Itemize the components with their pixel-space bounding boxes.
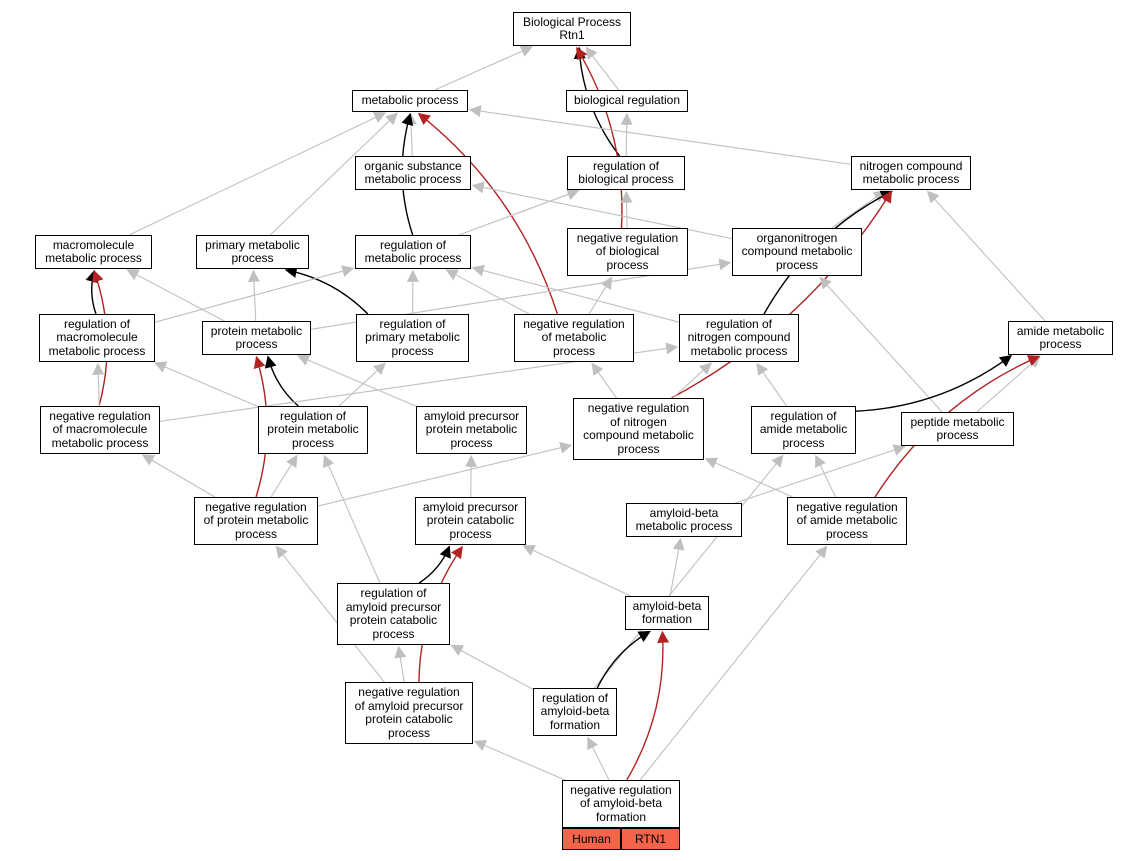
edge-neg_reg_metabolic-to-regulation_of_metabolic — [445, 269, 530, 315]
edge-neg_reg_nitrogen_compound_metabolic-to-neg_reg_metabolic — [591, 362, 617, 399]
edge-neg_reg_metabolic-to-metabolic_process — [417, 112, 559, 315]
node-regulation-of-primary-metabolic-process[interactable]: regulation of primary metabolic process — [356, 314, 469, 362]
node-metabolic-process[interactable]: metabolic process — [352, 90, 468, 112]
node-regulation-of-macromolecule-metabolic-process[interactable]: regulation of macromolecule metabolic pr… — [39, 314, 155, 362]
edge-reg_amide_metabolic-to-amide_metabolic — [855, 354, 1013, 412]
edge-reg_protein_metabolic-to-reg_primary_metabolic — [338, 362, 386, 407]
node-biological-process-root[interactable]: Biological Process Rtn1 — [513, 12, 631, 46]
edge-neg_reg_protein_metabolic-to-neg_reg_nitrogen_compound_metabolic — [317, 441, 573, 507]
edge-reg_abeta_formation-to-reg_app_catabolic — [450, 644, 534, 690]
node-regulation-of-amide-metabolic-process[interactable]: regulation of amide metabolic process — [751, 406, 856, 454]
edge-app_metabolic-to-protein_metabolic — [296, 354, 417, 407]
node-regulation-of-nitrogen-compound-metabolic-process[interactable]: regulation of nitrogen compound metaboli… — [679, 314, 799, 362]
edge-organic_substance_metabolic-to-metabolic_process — [404, 112, 417, 157]
edge-protein_metabolic-to-macromolecule_metabolic — [126, 269, 225, 322]
node-amyloid-precursor-protein-metabolic-process[interactable]: amyloid precursor protein metabolic proc… — [416, 406, 527, 454]
edge-metabolic_process-to-bp_root — [434, 45, 534, 91]
edge-reg_app_catabolic-to-app_catabolic — [418, 545, 451, 584]
edge-neg_reg_nitrogen_compound_metabolic-to-nitrogen_compound_metabolic — [671, 190, 893, 399]
node-organic-substance-metabolic-process[interactable]: organic substance metabolic process — [355, 156, 471, 190]
node-regulation-of-amyloid-precursor-protein-catabolic-process[interactable]: regulation of amyloid precursor protein … — [337, 583, 450, 645]
edge-neg_reg_abeta_formation-to-neg_reg_amide_metabolic — [639, 545, 828, 781]
node-negative-regulation-of-metabolic-process[interactable]: negative regulation of metabolic process — [514, 314, 634, 362]
edge-amide_metabolic-to-nitrogen_compound_metabolic — [926, 190, 1046, 322]
edge-reg_protein_metabolic-to-reg_macromolecule_metabolic — [154, 361, 259, 408]
legend-species-cell: Human — [562, 828, 621, 850]
edge-primary_metabolic-to-metabolic_process — [269, 112, 398, 236]
node-negative-regulation-of-protein-metabolic-process[interactable]: negative regulation of protein metabolic… — [194, 497, 318, 545]
edge-abeta_formation-to-abeta_metabolic — [669, 537, 685, 597]
edge-neg_reg_abeta_formation-to-abeta_formation — [626, 630, 670, 781]
edge-neg_reg_nitrogen_compound_metabolic-to-reg_nitrogen_compound_metabolic — [672, 362, 712, 399]
edge-abeta_metabolic-to-peptide_metabolic — [734, 444, 906, 504]
node-negative-regulation-of-nitrogen-compound-metabolic-process[interactable]: negative regulation of nitrogen compound… — [573, 398, 704, 460]
node-regulation-of-metabolic-process[interactable]: regulation of metabolic process — [355, 235, 471, 269]
node-peptide-metabolic-process[interactable]: peptide metabolic process — [901, 412, 1014, 446]
node-biological-regulation[interactable]: biological regulation — [566, 90, 688, 112]
edge-neg_reg_biological-to-bp_root — [576, 46, 623, 229]
node-regulation-of-protein-metabolic-process[interactable]: regulation of protein metabolic process — [258, 406, 368, 454]
edge-organonitrogen_compound_metabolic-to-nitrogen_compound_metabolic — [831, 190, 886, 229]
edge-neg_reg_abeta_formation-to-neg_reg_app_catabolic — [473, 740, 566, 781]
edge-macromolecule_metabolic-to-metabolic_process — [128, 112, 387, 236]
edge-regulation_of_metabolic-to-regulation_of_biological_process — [458, 188, 580, 236]
node-organonitrogen-compound-metabolic-process[interactable]: organonitrogen compound metabolic proces… — [732, 228, 862, 276]
edge-neg_reg_metabolic-to-neg_reg_biological — [588, 276, 613, 315]
edge-neg_reg_amide_metabolic-to-reg_amide_metabolic — [815, 454, 837, 498]
edge-reg_abeta_formation-to-abeta_formation — [596, 630, 651, 689]
node-negative-regulation-of-amyloid-precursor-protein-catabolic-process[interactable]: negative regulation of amyloid precursor… — [345, 682, 473, 744]
node-regulation-of-biological-process[interactable]: regulation of biological process — [567, 156, 685, 190]
edge-protein_metabolic-to-primary_metabolic — [247, 269, 260, 322]
edge-nitrogen_compound_metabolic-to-metabolic_process — [468, 105, 852, 165]
edge-reg_abeta_formation-to-reg_amide_metabolic — [594, 454, 784, 689]
edge-regulation_of_biological_process-to-biological_regulation — [620, 112, 633, 157]
node-macromolecule-metabolic-process[interactable]: macromolecule metabolic process — [35, 235, 152, 269]
edge-neg_reg_amide_metabolic-to-neg_reg_nitrogen_compound_metabolic — [704, 457, 793, 498]
node-amyloid-beta-metabolic-process[interactable]: amyloid-beta metabolic process — [626, 503, 742, 537]
node-primary-metabolic-process[interactable]: primary metabolic process — [196, 235, 309, 269]
edge-reg_macromolecule_metabolic-to-macromolecule_metabolic — [85, 269, 98, 315]
edge-neg_reg_biological-to-regulation_of_biological_process — [620, 190, 633, 229]
edge-reg_protein_metabolic-to-protein_metabolic — [264, 355, 299, 407]
node-protein-metabolic-process[interactable]: protein metabolic process — [202, 321, 311, 355]
edge-abeta_formation-to-app_catabolic — [522, 544, 631, 597]
edge-reg_amide_metabolic-to-reg_nitrogen_compound_metabolic — [756, 362, 788, 407]
edge-reg_macromolecule_metabolic-to-regulation_of_metabolic — [154, 265, 355, 323]
edge-biological_regulation-to-bp_root — [585, 46, 620, 91]
edge-neg_reg_macromolecule_metabolic-to-reg_macromolecule_metabolic — [92, 362, 105, 407]
node-negative-regulation-of-biological-process[interactable]: negative regulation of biological proces… — [567, 228, 688, 276]
node-nitrogen-compound-metabolic-process[interactable]: nitrogen compound metabolic process — [851, 156, 971, 190]
node-amyloid-beta-formation[interactable]: amyloid-beta formation — [625, 596, 709, 630]
edge-reg_primary_metabolic-to-primary_metabolic — [284, 266, 369, 315]
node-amyloid-precursor-protein-catabolic-process[interactable]: amyloid precursor protein catabolic proc… — [415, 497, 526, 545]
edge-neg_reg_abeta_formation-to-reg_abeta_formation — [587, 736, 610, 781]
node-regulation-of-amyloid-beta-formation[interactable]: regulation of amyloid-beta formation — [533, 688, 617, 736]
edge-neg_reg_protein_metabolic-to-neg_reg_macromolecule_metabolic — [141, 454, 216, 498]
legend-gene-cell: RTN1 — [621, 828, 680, 850]
node-negative-regulation-of-amyloid-beta-formation[interactable]: negative regulation of amyloid-beta form… — [562, 780, 680, 828]
edge-neg_reg_app_catabolic-to-reg_app_catabolic — [394, 645, 407, 683]
edge-neg_reg_protein_metabolic-to-reg_protein_metabolic — [270, 454, 298, 498]
node-amide-metabolic-process[interactable]: amide metabolic process — [1008, 321, 1113, 355]
node-negative-regulation-of-macromolecule-metabolic-process[interactable]: negative regulation of macromolecule met… — [40, 406, 160, 454]
node-negative-regulation-of-amide-metabolic-process[interactable]: negative regulation of amide metabolic p… — [787, 497, 907, 545]
edge-organonitrogen_compound_metabolic-to-organic_substance_metabolic — [471, 181, 733, 240]
edge-peptide_metabolic-to-organonitrogen_compound_metabolic — [819, 276, 943, 413]
edge-reg_app_catabolic-to-reg_protein_metabolic — [323, 454, 381, 584]
edge-neg_reg_app_catabolic-to-neg_reg_protein_metabolic — [275, 545, 385, 683]
edge-reg_nitrogen_compound_metabolic-to-regulation_of_metabolic — [471, 264, 680, 323]
